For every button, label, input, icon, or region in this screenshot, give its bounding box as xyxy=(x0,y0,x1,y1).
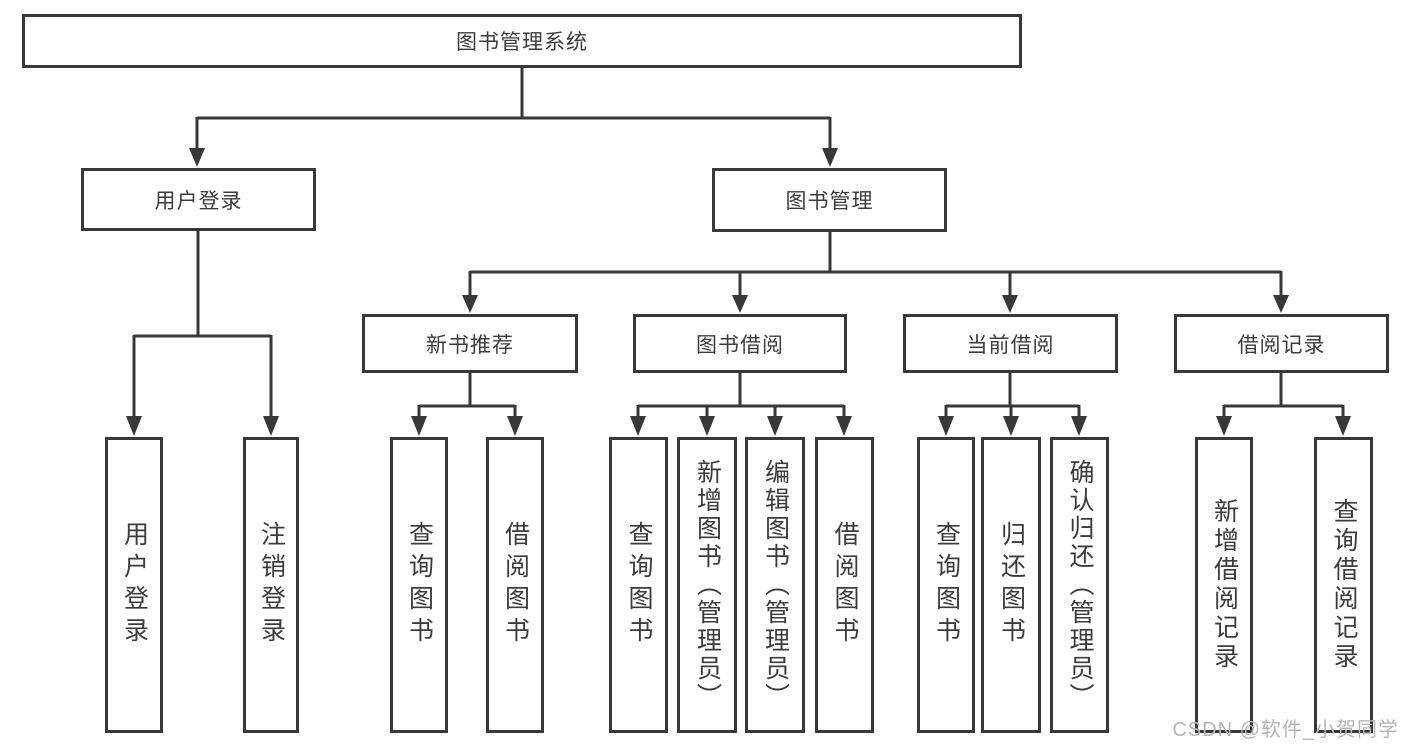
node-leaf-confirm-return-admin: 确认归还（管理员） xyxy=(1050,437,1109,733)
arrow-down-icon xyxy=(938,416,954,436)
node-leaf-query-books-recommend: 查询图书 xyxy=(390,437,448,733)
arrow-down-icon xyxy=(1002,295,1018,313)
connectors-borrow-records-group xyxy=(1216,373,1351,436)
node-leaf-logout: 注销登录 xyxy=(243,437,299,733)
node-leaf-borrow-books-recommend: 借阅图书 xyxy=(486,437,544,733)
arrow-down-icon xyxy=(1003,416,1019,436)
node-leaf-query-books-borrow: 查询图书 xyxy=(609,437,668,733)
arrow-down-icon xyxy=(822,148,838,167)
arrow-down-icon xyxy=(189,148,205,167)
node-leaf-user-login: 用户登录 xyxy=(105,437,163,733)
arrow-down-icon xyxy=(732,295,748,313)
node-root: 图书管理系统 xyxy=(22,14,1022,68)
arrow-down-icon xyxy=(630,416,646,436)
node-book-borrow: 图书借阅 xyxy=(633,314,847,373)
node-current-borrow: 当前借阅 xyxy=(903,314,1118,373)
arrow-down-icon xyxy=(462,295,478,313)
arrow-down-icon xyxy=(411,416,427,436)
arrow-down-icon xyxy=(1071,416,1087,436)
node-leaf-query-borrow-record: 查询借阅记录 xyxy=(1314,437,1373,733)
connectors-current-borrow-group xyxy=(938,373,1087,436)
arrow-down-icon xyxy=(1273,295,1289,313)
node-leaf-borrow-books: 借阅图书 xyxy=(815,437,874,733)
arrow-down-icon xyxy=(1216,416,1232,436)
arrow-down-icon xyxy=(767,416,783,436)
connectors-root-to-level2 xyxy=(189,68,838,167)
node-leaf-query-books-current: 查询图书 xyxy=(917,437,975,733)
watermark: CSDN @软件_小贺同学 xyxy=(1172,719,1399,741)
arrow-down-icon xyxy=(263,416,279,436)
node-leaf-add-borrow-record: 新增借阅记录 xyxy=(1195,437,1253,733)
node-leaf-return-book: 归还图书 xyxy=(981,437,1041,733)
node-new-book-recommend: 新书推荐 xyxy=(362,314,578,373)
node-leaf-edit-book-admin: 编辑图书（管理员） xyxy=(745,437,805,733)
connectors-management-to-level3 xyxy=(462,232,1289,313)
arrow-down-icon xyxy=(126,416,142,436)
arrow-down-icon xyxy=(836,416,852,436)
node-book-management: 图书管理 xyxy=(712,168,947,232)
node-leaf-add-book-admin: 新增图书（管理员） xyxy=(677,437,737,733)
connectors-new-book-group xyxy=(411,373,523,436)
arrow-down-icon xyxy=(1335,416,1351,436)
arrow-down-icon xyxy=(507,416,523,436)
node-borrow-records: 借阅记录 xyxy=(1174,314,1389,373)
arrow-down-icon xyxy=(699,416,715,436)
node-user-login: 用户登录 xyxy=(81,168,316,231)
connectors-book-borrow-group xyxy=(630,373,852,436)
connectors-login-branch xyxy=(126,231,279,436)
